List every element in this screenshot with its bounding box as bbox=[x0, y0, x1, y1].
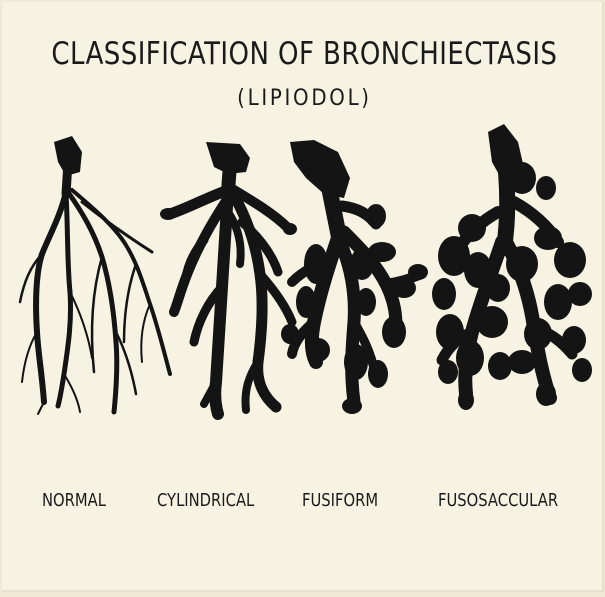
label-fusosaccular: FUSOSACCULAR bbox=[438, 490, 558, 511]
label-normal: NORMAL bbox=[42, 490, 106, 511]
label-fusiform: FUSIFORM bbox=[302, 490, 378, 511]
normal-bronchial-tree bbox=[20, 136, 170, 414]
label-cylindrical: CYLINDRICAL bbox=[157, 490, 254, 511]
fusosaccular-bronchial-tree bbox=[432, 124, 592, 410]
fusiform-bronchial-tree bbox=[281, 140, 428, 414]
cylindrical-bronchial-tree bbox=[160, 142, 297, 414]
